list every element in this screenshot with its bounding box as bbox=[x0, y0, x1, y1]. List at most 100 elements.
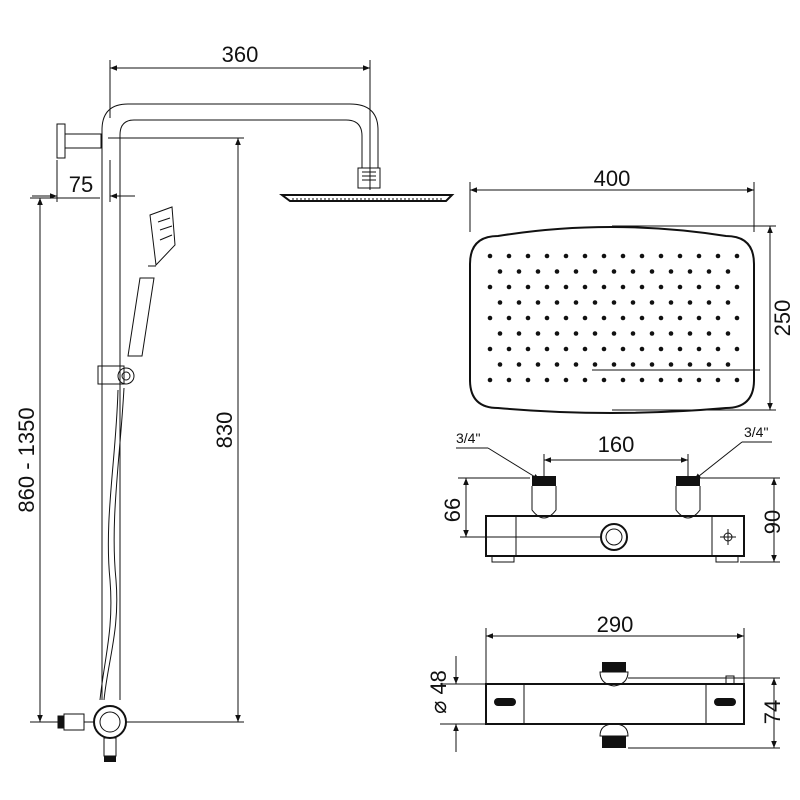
label-360: 360 bbox=[222, 42, 259, 67]
nozzle-dot bbox=[649, 269, 655, 274]
nozzle-dot bbox=[715, 253, 721, 259]
nozzle-dot bbox=[677, 253, 683, 259]
dim-inlet-height: 66 bbox=[440, 477, 530, 537]
label-74: 74 bbox=[760, 700, 785, 724]
nozzle-dot bbox=[658, 377, 664, 383]
nozzle-dot bbox=[516, 331, 522, 336]
shower-head-side bbox=[279, 194, 455, 202]
label-height-range: 860 - 1350 bbox=[14, 407, 39, 512]
nozzle-dot bbox=[506, 284, 512, 290]
nozzle-dot bbox=[525, 315, 531, 321]
head-connector bbox=[357, 167, 381, 189]
dim-head-depth: 250 bbox=[612, 225, 795, 411]
nozzle-dot bbox=[677, 377, 683, 383]
nozzle-dot bbox=[563, 315, 569, 321]
inlet-right bbox=[675, 486, 701, 519]
nozzle-dot bbox=[535, 300, 541, 305]
hand-shower bbox=[127, 206, 176, 357]
nozzle-dot bbox=[601, 377, 607, 383]
nozzle-dot bbox=[639, 346, 645, 352]
shower-head-top-view bbox=[469, 226, 760, 414]
nozzle-dot bbox=[525, 377, 531, 383]
nozzle-dot bbox=[706, 331, 712, 336]
nozzle-dot bbox=[630, 300, 636, 305]
nozzle-dot bbox=[668, 269, 674, 274]
dim-wall-offset: 75 bbox=[32, 160, 135, 202]
nozzle-dot bbox=[497, 300, 503, 305]
nozzle-dot bbox=[630, 331, 636, 336]
nozzle-dot bbox=[544, 346, 550, 352]
nozzle-dot bbox=[525, 284, 531, 290]
nozzle-dot bbox=[639, 253, 645, 259]
nozzle-dot bbox=[639, 284, 645, 290]
nozzle-dot bbox=[620, 253, 626, 259]
label-thread-right: 3/4" bbox=[744, 424, 768, 440]
nozzle-dot bbox=[725, 331, 731, 336]
nozzle-dot bbox=[592, 300, 598, 305]
nozzle-dot bbox=[620, 315, 626, 321]
label-75: 75 bbox=[69, 172, 93, 197]
nozzle-dot bbox=[573, 362, 579, 367]
nozzle-dot bbox=[516, 362, 522, 367]
nozzle-dot bbox=[734, 315, 740, 321]
valve-body-top bbox=[485, 683, 745, 725]
end-cap-right bbox=[714, 698, 736, 706]
nozzle-dot bbox=[734, 253, 740, 259]
nozzle-dot bbox=[516, 269, 522, 274]
nozzle-dot bbox=[649, 331, 655, 336]
bottom-connector-thread bbox=[602, 736, 626, 748]
nozzle-dot bbox=[725, 362, 731, 367]
nozzle-dot bbox=[544, 315, 550, 321]
nozzle-dot bbox=[715, 346, 721, 352]
nozzle-dot bbox=[506, 377, 512, 383]
nozzle-dot bbox=[506, 315, 512, 321]
nozzle-dot bbox=[725, 269, 731, 274]
nozzle-dot bbox=[677, 346, 683, 352]
inlet-left-thread bbox=[532, 476, 556, 486]
nozzle-dot bbox=[687, 331, 693, 336]
dim-inlet-spacing: 160 bbox=[543, 432, 689, 476]
nozzle-dot bbox=[620, 346, 626, 352]
nozzle-dot bbox=[525, 346, 531, 352]
nozzle-dot bbox=[601, 315, 607, 321]
nozzle-dot bbox=[592, 331, 598, 336]
nozzle-dot bbox=[573, 269, 579, 274]
nozzle-dot bbox=[582, 315, 588, 321]
nozzle-dot bbox=[497, 362, 503, 367]
slide-holder bbox=[97, 365, 125, 385]
nozzle-dot bbox=[563, 346, 569, 352]
nozzle-dot bbox=[696, 284, 702, 290]
nozzle-dot bbox=[611, 300, 617, 305]
label-400: 400 bbox=[594, 166, 631, 191]
nozzle-dot bbox=[696, 377, 702, 383]
nozzle-dot bbox=[573, 300, 579, 305]
nozzle-dot bbox=[639, 377, 645, 383]
dim-head-width: 400 bbox=[469, 166, 755, 232]
nozzle-dot bbox=[573, 331, 579, 336]
nozzle-dot bbox=[535, 331, 541, 336]
nozzle-dot bbox=[563, 253, 569, 259]
nozzle-dot bbox=[687, 269, 693, 274]
nozzle-dot bbox=[715, 284, 721, 290]
nozzle-dot bbox=[592, 269, 598, 274]
nozzle-dot bbox=[630, 362, 636, 367]
nozzle-dot bbox=[487, 346, 493, 352]
nozzle-dot bbox=[734, 346, 740, 352]
nozzle-dot bbox=[487, 377, 493, 383]
nozzle-dot bbox=[696, 346, 702, 352]
nozzle-dot bbox=[620, 284, 626, 290]
nozzle-dot bbox=[582, 346, 588, 352]
label-90: 90 bbox=[760, 510, 785, 534]
end-cap-left bbox=[494, 698, 516, 706]
nozzle-dot bbox=[497, 269, 503, 274]
label-250: 250 bbox=[770, 300, 795, 337]
nozzle-dot bbox=[677, 315, 683, 321]
nozzle-dot bbox=[620, 377, 626, 383]
nozzle-dot bbox=[544, 284, 550, 290]
dim-arm-length: 360 bbox=[109, 42, 371, 190]
nozzle-dot bbox=[516, 300, 522, 305]
nozzle-dot bbox=[639, 315, 645, 321]
dim-valve-diameter: ⌀ 48 bbox=[426, 656, 486, 752]
nozzle-dot bbox=[592, 362, 598, 367]
